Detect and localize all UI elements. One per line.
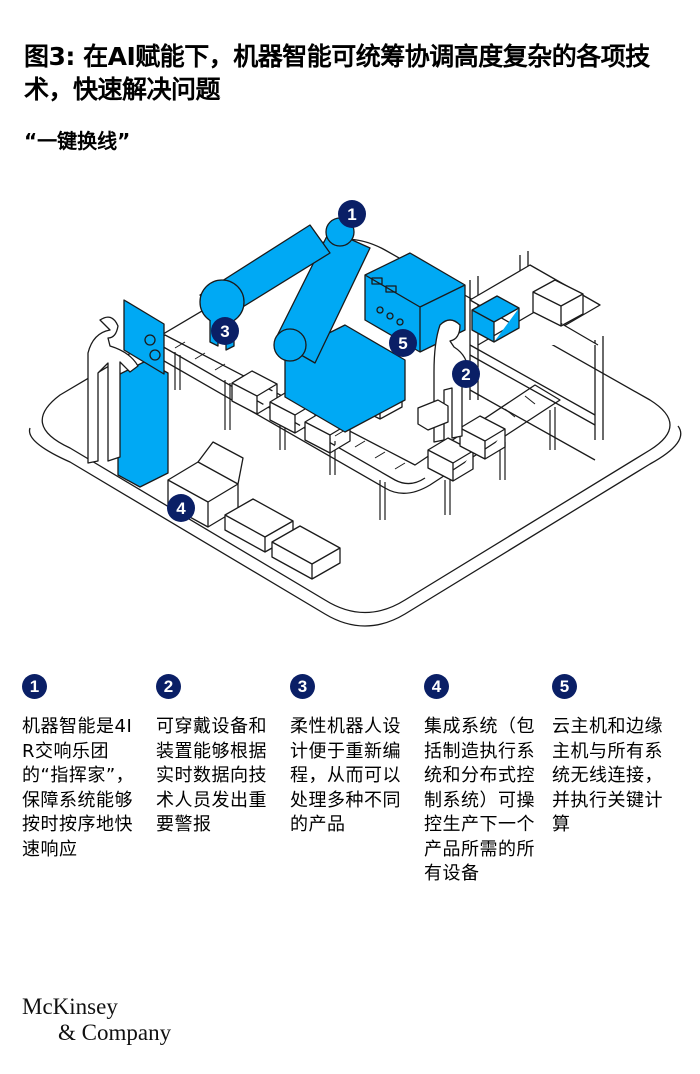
number-badge: 5 — [552, 674, 577, 699]
page-title: 图3: 在AI赋能下，机器智能可统筹协调高度复杂的各项技术，快速解决问题 — [24, 42, 650, 104]
number-badge: 2 — [156, 674, 181, 699]
legend-item-3: 3 柔性机器人设计便于重新编程，从而可以处理多种不同的产品 — [290, 674, 424, 887]
factory-illustration: 1 2 3 4 5 — [28, 200, 682, 627]
held-box-blue — [471, 295, 520, 343]
page-subtitle: “一键换线” — [24, 129, 131, 153]
logo-line-1: McKinsey — [22, 994, 118, 1019]
logo-line-2: & Company — [58, 1020, 172, 1045]
callout-5: 5 — [389, 329, 417, 357]
svg-text:3: 3 — [220, 322, 229, 341]
legend-text: 云主机和边缘主机与所有系统无线连接，并执行关键计算 — [552, 716, 663, 835]
tray-box — [271, 525, 341, 580]
legend-text: 机器智能是4IR交响乐团的“指挥家”，保障系统能够按时按序地快速响应 — [22, 716, 135, 860]
operator-person — [87, 316, 139, 464]
handheld-device — [417, 399, 449, 431]
svg-text:5: 5 — [398, 334, 407, 353]
callout-4: 4 — [167, 494, 195, 522]
control-kiosk — [117, 299, 169, 488]
callout-2: 2 — [452, 360, 480, 388]
number-badge: 1 — [22, 674, 47, 699]
legend-item-1: 1 机器智能是4IR交响乐团的“指挥家”，保障系统能够按时按序地快速响应 — [22, 674, 156, 887]
number-badge: 3 — [290, 674, 315, 699]
legend-item-5: 5 云主机和边缘主机与所有系统无线连接，并执行关键计算 — [552, 674, 686, 887]
storage-rack — [469, 251, 604, 461]
svg-text:1: 1 — [347, 205, 356, 224]
number-badge: 4 — [424, 674, 449, 699]
legend-item-4: 4 集成系统（包括制造执行系统和分布式控制系统）可操控生产下一个产品所需的所有设… — [424, 674, 552, 887]
legend-item-2: 2 可穿戴设备和装置能够根据实时数据向技术人员发出重要警报 — [156, 674, 290, 887]
robot-arm — [199, 217, 406, 433]
factory-floor-edge — [28, 425, 682, 627]
svg-text:4: 4 — [176, 499, 186, 518]
legend-text: 柔性机器人设计便于重新编程，从而可以处理多种不同的产品 — [290, 716, 401, 835]
callout-3: 3 — [211, 317, 239, 345]
legend-text: 集成系统（包括制造执行系统和分布式控制系统）可操控生产下一个产品所需的所有设备 — [424, 716, 535, 884]
callout-1: 1 — [338, 200, 366, 228]
mckinsey-logo: McKinsey & Company — [22, 994, 171, 1046]
svg-text:2: 2 — [461, 365, 470, 384]
callout-badges: 1 2 3 4 5 — [167, 200, 480, 522]
legend-text: 可穿戴设备和装置能够根据实时数据向技术人员发出重要警报 — [156, 716, 267, 835]
legend: 1 机器智能是4IR交响乐团的“指挥家”，保障系统能够按时按序地快速响应 2 可… — [22, 674, 692, 887]
